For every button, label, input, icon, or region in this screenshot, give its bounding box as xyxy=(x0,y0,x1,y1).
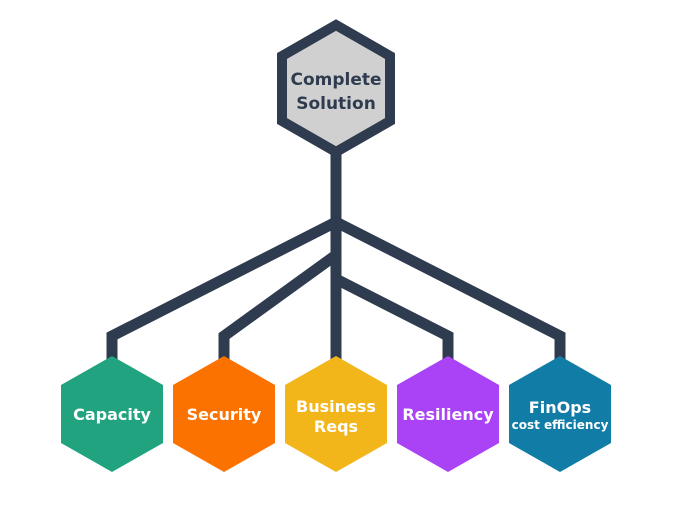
branch-finops xyxy=(333,217,566,364)
node-finops: FinOps cost efficiency xyxy=(509,356,611,472)
capacity-hexagon xyxy=(61,356,163,472)
finops-sublabel: cost efficiency xyxy=(512,418,609,432)
root-label-line2: Solution xyxy=(296,94,376,114)
resiliency-label: Resiliency xyxy=(402,405,494,424)
capacity-label: Capacity xyxy=(73,405,151,424)
node-capacity: Capacity xyxy=(61,356,163,472)
security-hexagon xyxy=(173,356,275,472)
finops-label: FinOps xyxy=(529,398,591,417)
business-reqs-label-line1: Business xyxy=(296,397,376,416)
finops-hexagon xyxy=(509,356,611,472)
resiliency-hexagon xyxy=(397,356,499,472)
root-hexagon-border xyxy=(277,19,395,158)
connector-lines xyxy=(106,150,566,364)
branch-security xyxy=(218,250,340,364)
node-business-reqs: Business Reqs xyxy=(285,356,387,472)
root-label-line1: Complete xyxy=(290,70,381,90)
root-hexagon xyxy=(282,25,390,152)
security-label: Security xyxy=(187,405,262,424)
business-reqs-label-line2: Reqs xyxy=(314,417,358,436)
root-node: Complete Solution xyxy=(277,19,395,158)
node-resiliency: Resiliency xyxy=(397,356,499,472)
business-reqs-hexagon xyxy=(285,356,387,472)
branch-capacity xyxy=(106,217,339,364)
node-security: Security xyxy=(173,356,275,472)
branch-resiliency xyxy=(333,274,454,364)
